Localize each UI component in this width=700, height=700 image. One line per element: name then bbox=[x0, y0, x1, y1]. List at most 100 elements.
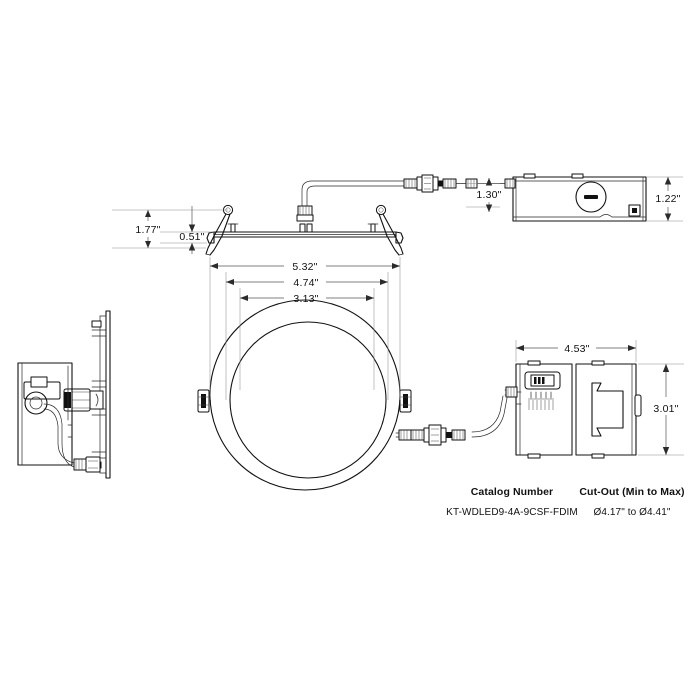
dim-453-label: 4.53" bbox=[564, 343, 589, 355]
dim-301-arrow-bottom bbox=[662, 447, 670, 455]
side-clip-upper bbox=[91, 320, 107, 337]
jbox-ground-screw-frame bbox=[628, 204, 641, 217]
whip-cable-upper bbox=[301, 180, 405, 207]
dim-051-arrow-top bbox=[188, 224, 196, 232]
connector-bottom-body-lines bbox=[431, 428, 439, 442]
dimension-trim-diameter: 5.32" bbox=[210, 261, 400, 273]
connector-bottom-pin bbox=[446, 432, 452, 438]
gland-boss-b bbox=[306, 223, 313, 233]
dim-122-label: 1.22" bbox=[655, 193, 680, 205]
view-left-side-elevation bbox=[17, 310, 111, 479]
dim-474-arrow-left bbox=[226, 279, 234, 285]
gland-ribs bbox=[299, 206, 310, 215]
dim-122-arrow-bottom bbox=[664, 213, 672, 221]
side-connector-pin-block bbox=[64, 392, 71, 408]
dimension-housing-diameter: 4.74" bbox=[226, 277, 388, 289]
cable-run-inner bbox=[471, 397, 508, 438]
spring-clip-right-pivot bbox=[375, 204, 387, 216]
side-connector-curve bbox=[95, 393, 99, 407]
dim-532-label: 5.32" bbox=[292, 261, 317, 273]
side-clip-upper-body bbox=[91, 320, 102, 328]
plan-clip-left-ribs bbox=[198, 396, 209, 406]
side-mid-ribs-upper bbox=[91, 380, 107, 388]
plan-clip-left-core bbox=[201, 394, 206, 408]
catalog-number-header: Catalog Number bbox=[471, 486, 554, 498]
dim-301-arrow-top bbox=[662, 364, 670, 372]
standoff-right bbox=[370, 223, 376, 233]
cutout-header: Cut-Out (Min to Max) bbox=[579, 486, 684, 498]
spring-clip-right-tip bbox=[398, 253, 404, 256]
connector-bottom-collar-left bbox=[423, 427, 430, 443]
spring-clip-left-tip bbox=[205, 253, 211, 256]
side-clip-upper-ribs bbox=[91, 329, 107, 337]
terminal-contact-2 bbox=[538, 377, 541, 384]
side-jbox-knockout bbox=[24, 391, 48, 415]
spring-clip-left-tail-b bbox=[209, 235, 223, 256]
quick-connector-top bbox=[403, 174, 477, 193]
spring-clip-right bbox=[375, 204, 404, 256]
gland-nut bbox=[296, 214, 314, 222]
dimension-jbox-depth: 3.01" bbox=[638, 363, 684, 456]
dim-177-label: 1.77" bbox=[135, 224, 160, 236]
view-junction-box-end bbox=[504, 360, 642, 459]
jbox-side-tab-right bbox=[571, 173, 584, 179]
plan-cable-ferrule-ribs bbox=[400, 430, 408, 440]
dim-301-label: 3.01" bbox=[653, 403, 678, 415]
side-lower-connector-ribs bbox=[75, 459, 83, 470]
plan-clip-right-core bbox=[403, 394, 408, 408]
side-cable-inner bbox=[43, 408, 75, 464]
cable-gland-center bbox=[296, 205, 314, 233]
connector-bottom-ferrule-left-ribs bbox=[412, 430, 423, 440]
side-connector-collar bbox=[89, 390, 104, 410]
side-housing-body bbox=[99, 315, 107, 474]
aperture-inner-circle bbox=[229, 321, 387, 479]
dim-122-arrow-top bbox=[664, 177, 672, 185]
jbox-end-tab-bottom-left bbox=[527, 453, 541, 459]
connector-bottom-ferrule-right bbox=[451, 429, 466, 441]
dimension-height-trim: 0.51" bbox=[160, 206, 214, 254]
side-lower-connector-lines bbox=[88, 460, 98, 469]
plan-spring-clip-left bbox=[197, 389, 210, 413]
standoff-left bbox=[230, 223, 236, 233]
jbox-terminal-block bbox=[524, 371, 561, 410]
cable-run-outer bbox=[471, 395, 504, 433]
dim-130-arrow-bottom bbox=[485, 204, 493, 212]
spring-clip-left-arm-b bbox=[221, 213, 231, 237]
dim-453-arrow-left bbox=[516, 345, 524, 351]
spring-clip-right-arm-a bbox=[382, 213, 396, 237]
terminal-contact-3 bbox=[542, 377, 545, 384]
jbox-knockout-slot bbox=[584, 195, 598, 199]
connector-top-pin bbox=[438, 180, 443, 187]
jbox-side-bottom-seam bbox=[512, 214, 647, 218]
spec-table: Catalog Number KT-WDLED9-4A-9CSF-FDIM Cu… bbox=[446, 486, 684, 518]
jbox-end-tab-bottom-right bbox=[591, 453, 605, 459]
spring-clip-right-pivot-inner bbox=[378, 207, 384, 213]
spring-clip-left-tail bbox=[205, 235, 215, 255]
cable-plan-to-jbox bbox=[471, 395, 508, 438]
dim-177-arrow-top bbox=[145, 210, 151, 217]
jbox-side-strain-relief-ribs bbox=[506, 179, 514, 188]
terminal-contact-1 bbox=[534, 377, 537, 384]
plan-extension-lines bbox=[209, 257, 401, 400]
quick-connector-bottom bbox=[410, 424, 466, 446]
side-center-connector bbox=[63, 388, 104, 412]
cutout-value: Ø4.17" to Ø4.41" bbox=[593, 507, 670, 518]
trim-lip-left bbox=[206, 231, 215, 244]
jbox-knockout bbox=[575, 181, 607, 213]
dim-130-label: 1.30" bbox=[476, 189, 501, 201]
dim-453-arrow-right bbox=[628, 345, 636, 351]
connector-bottom-ferrule-right-ribs bbox=[453, 430, 464, 440]
side-lower-connector-body bbox=[85, 456, 101, 473]
jbox-ground-screw bbox=[632, 208, 637, 213]
side-jbox-notches bbox=[67, 424, 73, 438]
side-jbox-body bbox=[17, 362, 73, 466]
dim-313-label: 3.13" bbox=[293, 293, 318, 305]
dim-051-label: 0.51" bbox=[179, 231, 204, 243]
spring-clip-left-arm-a bbox=[213, 213, 227, 237]
view-top-cross-section bbox=[205, 174, 477, 256]
spring-clip-right-tail bbox=[394, 235, 404, 255]
terminal-wire-fingers bbox=[530, 391, 552, 399]
